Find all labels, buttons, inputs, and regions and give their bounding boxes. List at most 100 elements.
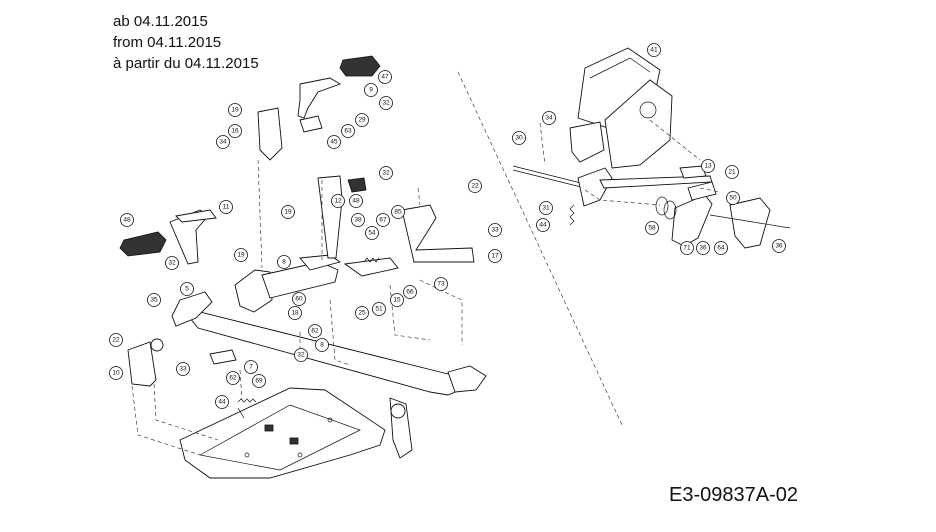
callout-62b: 62 (226, 371, 240, 385)
svg-text:32: 32 (297, 352, 305, 359)
svg-text:19: 19 (284, 209, 292, 216)
callout-66: 66 (403, 285, 417, 299)
callout-15: 15 (390, 293, 404, 307)
svg-text:50: 50 (729, 195, 737, 202)
center-linkage (234, 175, 475, 313)
callout-36b: 36 (772, 239, 786, 253)
callout-30: 30 (512, 131, 526, 145)
svg-text:31: 31 (542, 205, 550, 212)
callout-62: 62 (308, 324, 322, 338)
svg-text:22: 22 (471, 183, 479, 190)
svg-text:5: 5 (185, 286, 189, 293)
svg-text:29: 29 (358, 117, 366, 124)
drawing-code: E3-09837A-02 (669, 484, 798, 506)
svg-text:62: 62 (229, 375, 237, 382)
svg-text:19: 19 (231, 107, 239, 114)
lever-5 (171, 291, 237, 365)
svg-text:25: 25 (358, 310, 366, 317)
callout-10: 10 (109, 366, 123, 380)
callout-12: 12 (331, 194, 345, 208)
callout-18: 18 (288, 306, 302, 320)
seat-pedal-housing (569, 47, 673, 169)
assembly-lines-right (539, 119, 721, 206)
svg-text:33: 33 (491, 227, 499, 234)
svg-text:30: 30 (515, 135, 523, 142)
callout-71: 71 (680, 241, 694, 255)
callout-13: 13 (701, 159, 715, 173)
svg-text:58: 58 (648, 225, 656, 232)
callout-17: 17 (488, 249, 502, 263)
svg-text:10: 10 (112, 370, 120, 377)
callout-19: 19 (228, 103, 242, 117)
callout-16: 16 (228, 124, 242, 138)
svg-text:18: 18 (291, 310, 299, 317)
callout-32d: 32 (294, 348, 308, 362)
svg-text:47: 47 (381, 74, 389, 81)
svg-text:67: 67 (379, 217, 387, 224)
svg-text:63: 63 (344, 128, 352, 135)
svg-text:41: 41 (650, 47, 658, 54)
svg-text:36: 36 (699, 245, 707, 252)
callout-8: 8 (277, 255, 291, 269)
svg-text:35: 35 (150, 297, 158, 304)
callout-41: 41 (647, 43, 661, 57)
springs (237, 257, 380, 419)
svg-text:48: 48 (352, 198, 360, 205)
callout-22: 22 (468, 179, 482, 193)
svg-text:13: 13 (704, 163, 712, 170)
callout-48b: 48 (120, 213, 134, 227)
callout-8b: 8 (315, 338, 329, 352)
svg-text:34: 34 (545, 115, 553, 122)
callout-69: 69 (252, 374, 266, 388)
bracket-10 (127, 338, 164, 387)
right-linkage (512, 165, 791, 249)
svg-text:12: 12 (334, 198, 342, 205)
svg-text:8: 8 (320, 342, 324, 349)
date-line-french: à partir du 04.11.2015 (113, 55, 259, 72)
callout-9: 9 (364, 83, 378, 97)
pedal-bracket-upper (257, 55, 381, 161)
callout-51: 51 (372, 302, 386, 316)
svg-text:62: 62 (311, 328, 319, 335)
callout-31: 31 (539, 201, 553, 215)
svg-text:19: 19 (237, 252, 245, 259)
svg-text:45: 45 (330, 139, 338, 146)
pedal-left (119, 209, 217, 265)
svg-text:85: 85 (394, 209, 402, 216)
svg-text:32: 32 (382, 100, 390, 107)
svg-text:69: 69 (255, 378, 263, 385)
svg-text:51: 51 (375, 306, 383, 313)
cross-shaft (189, 311, 487, 459)
callout-11: 11 (219, 200, 233, 214)
svg-text:17: 17 (491, 253, 499, 260)
svg-text:44: 44 (539, 222, 547, 229)
callout-50: 50 (726, 191, 740, 205)
svg-text:7: 7 (249, 364, 253, 371)
callout-19b: 19 (281, 205, 295, 219)
svg-text:71: 71 (683, 245, 691, 252)
callout-29: 29 (355, 113, 369, 127)
floor-plate (179, 387, 386, 479)
svg-text:22: 22 (112, 337, 120, 344)
callout-32c: 32 (165, 256, 179, 270)
callout-58: 58 (645, 221, 659, 235)
callout-73: 73 (434, 277, 448, 291)
callout-5: 5 (180, 282, 194, 296)
callout-25: 25 (355, 306, 369, 320)
callout-34: 34 (542, 111, 556, 125)
svg-text:16: 16 (231, 128, 239, 135)
callout-32: 32 (379, 96, 393, 110)
callout-48: 48 (349, 194, 363, 208)
callout-32b: 32 (379, 166, 393, 180)
svg-text:32: 32 (168, 260, 176, 267)
callout-33: 33 (488, 223, 502, 237)
callout-7: 7 (244, 360, 258, 374)
callout-64: 64 (714, 241, 728, 255)
callout-63: 63 (341, 124, 355, 138)
svg-text:54: 54 (368, 230, 376, 237)
svg-text:44: 44 (218, 399, 226, 406)
callout-54: 54 (365, 226, 379, 240)
svg-text:8: 8 (282, 259, 286, 266)
callout-34b: 34 (216, 135, 230, 149)
